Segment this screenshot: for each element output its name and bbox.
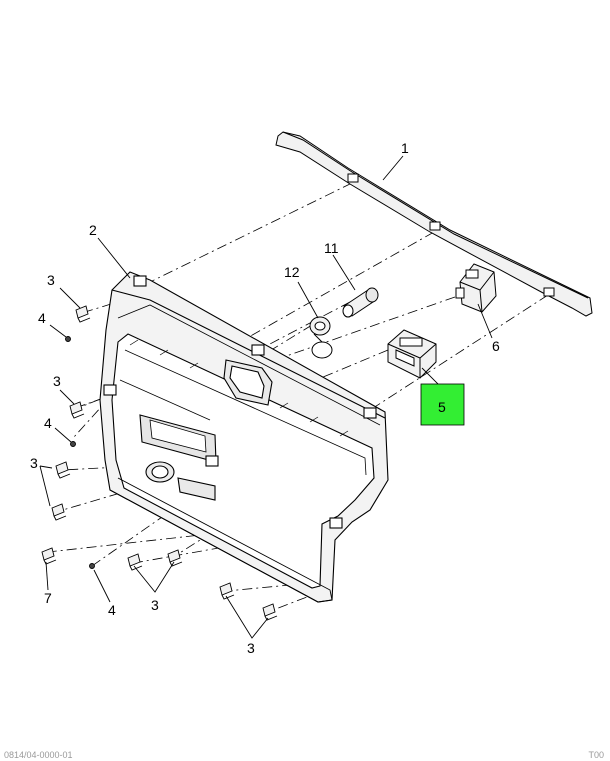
callout-5[interactable]: 5 — [438, 399, 446, 415]
part-11-plug — [342, 287, 379, 318]
callout-7: 7 — [44, 590, 52, 606]
part-5-housing — [387, 329, 437, 379]
callout-3-mid: 3 — [53, 373, 61, 389]
part-12-cap — [309, 316, 333, 359]
part-4-screws — [65, 336, 95, 569]
callout-6: 6 — [492, 338, 500, 354]
leader-lines — [39, 155, 493, 639]
callout-2: 2 — [89, 222, 97, 238]
part-5-highlight[interactable] — [420, 383, 465, 426]
footer-code: T00 — [588, 750, 604, 760]
part-1-trim-strip — [275, 131, 593, 317]
callout-4-top: 4 — [38, 310, 46, 326]
callout-3-bottom: 3 — [151, 597, 159, 613]
callout-3-bottom-right: 3 — [247, 640, 255, 656]
part-2-rear-panel — [99, 271, 389, 603]
callout-4-mid: 4 — [44, 415, 52, 431]
callout-11: 11 — [324, 240, 339, 256]
part-3-clips — [51, 305, 278, 621]
callout-3-top: 3 — [47, 272, 55, 288]
callout-3-left: 3 — [30, 455, 38, 471]
footer-drawing-number: 0814/04-0000-01 — [4, 750, 73, 760]
callout-4-bottom: 4 — [108, 602, 116, 618]
part-6-switch — [455, 263, 497, 313]
part-7-clip — [41, 547, 57, 565]
callout-12: 12 — [284, 264, 300, 280]
callout-1: 1 — [401, 140, 409, 156]
